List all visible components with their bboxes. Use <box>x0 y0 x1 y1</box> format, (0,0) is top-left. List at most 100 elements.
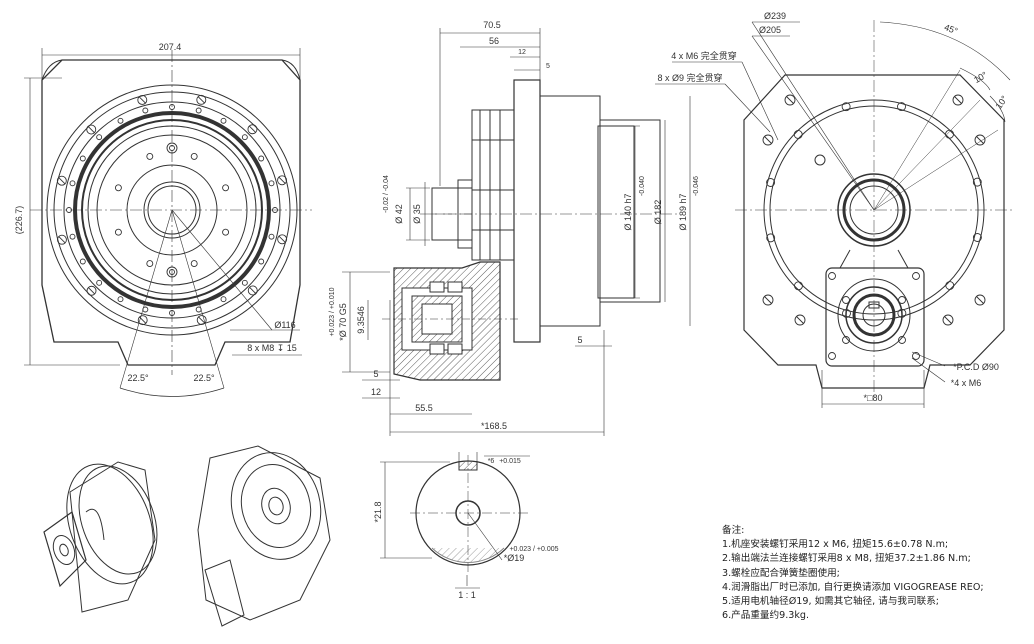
bolt-hole <box>195 306 202 313</box>
side-dim-5: 5 <box>546 63 550 70</box>
note-line-3: 3.螺栓应配合弹簧垫圈使用; <box>722 567 840 579</box>
bolt-hole-mark <box>764 296 772 304</box>
detail-view <box>380 452 530 589</box>
bolt-hole <box>166 142 178 154</box>
bolt-hole <box>898 296 906 304</box>
side-bore-tol: +0.023 / +0.010 <box>329 287 336 336</box>
bolt-hole-mark <box>138 96 146 104</box>
bolt-hole-mark <box>796 316 804 324</box>
side-pilot: Ø 140 h7 <box>623 193 633 230</box>
front-width-label: 207.4 <box>159 42 182 52</box>
bolt-hole <box>766 178 776 187</box>
front-angle-left-label: 22.5° <box>127 373 149 383</box>
bolt-hole <box>220 117 227 124</box>
bolt-hole <box>974 134 986 146</box>
bolt-hole-mark <box>786 96 794 104</box>
rear-dimensions <box>655 21 946 408</box>
bolt-hole-mark <box>944 316 952 324</box>
bolt-hole <box>56 234 67 245</box>
rear-holes-m6: 4 x M6 完全贯穿 <box>671 50 737 61</box>
bolt-hole <box>86 124 97 135</box>
bolt-hole <box>972 177 982 187</box>
side-bore: *Ø 70 G5 <box>338 303 348 341</box>
bolt-hole <box>117 296 124 303</box>
rear-dia-239: Ø239 <box>764 11 786 21</box>
bolt-hole <box>220 296 227 303</box>
bolt-hole-mark <box>88 287 96 295</box>
bolt-hole <box>137 94 148 105</box>
bolt-hole <box>96 134 103 141</box>
rear-square: *□80 <box>864 393 883 403</box>
front-height-label: (226.7) <box>14 206 24 235</box>
bolt-hole <box>793 130 803 139</box>
bolt-hole <box>222 184 230 192</box>
rear-angle-10a: 10° <box>972 69 989 85</box>
front-bolt-holes <box>56 94 288 326</box>
bolt-hole <box>79 155 86 162</box>
bolt-hole <box>897 308 907 318</box>
bolt-hole <box>945 129 954 139</box>
bolt-hole-mark <box>278 235 286 243</box>
note-line-6: 6.产品重量约9.3kg. <box>722 610 810 622</box>
bolt-hole <box>912 352 920 360</box>
bolt-hole <box>897 102 906 112</box>
bolt-hole-mark <box>248 125 256 133</box>
bolt-hole <box>762 134 774 146</box>
bolt-hole <box>974 294 986 306</box>
rear-holes <box>762 94 986 360</box>
bolt-hole <box>842 336 850 344</box>
side-dim-12b: 12 <box>371 387 381 397</box>
bolt-hole <box>146 152 154 160</box>
bolt-hole <box>247 285 258 296</box>
bolt-hole <box>258 258 265 265</box>
side-dim-5c: 5 <box>577 335 582 345</box>
bolt-hole <box>196 94 207 105</box>
bolt-hole <box>241 134 248 141</box>
bolt-hole-mark <box>976 296 984 304</box>
bolt-hole <box>146 260 154 268</box>
bolt-hole <box>86 285 97 296</box>
bolt-hole-mark <box>198 316 206 324</box>
bolt-hole <box>912 272 920 280</box>
bolt-hole-mark <box>954 96 962 104</box>
bolt-hole <box>79 258 86 265</box>
side-dim-5b: 5 <box>373 369 378 379</box>
bolt-hole <box>945 281 955 290</box>
bolt-hole-mark <box>976 136 984 144</box>
bolt-hole <box>841 102 851 112</box>
bolt-hole <box>56 175 67 186</box>
side-body-dia: Ø 182 <box>653 200 663 225</box>
bolt-hole <box>195 107 202 114</box>
bolt-hole <box>142 107 149 114</box>
note-line-2: 2.输出端法兰连接螺钉采用8 x M8, 扭矩37.2±1.86 N.m; <box>722 553 971 565</box>
side-shaft-step: Ø 35 <box>412 204 422 224</box>
rear-angle-10b: 10° <box>994 94 1010 111</box>
bolt-hole-mark <box>139 316 147 324</box>
bolt-hole <box>142 306 149 313</box>
bolt-hole-mark <box>58 177 66 185</box>
bolt-hole <box>842 308 851 318</box>
bolt-hole <box>222 228 230 236</box>
rear-view <box>735 20 1012 400</box>
bolt-hole <box>69 233 76 240</box>
front-dimensions <box>24 48 302 366</box>
side-dim-9-3546: 9.3546 <box>356 306 366 334</box>
rear-pcd: *P.C.D Ø90 <box>953 362 999 372</box>
side-flange: Ø 189 h7 <box>678 193 688 230</box>
side-shaft-dia: Ø 42 <box>394 204 404 224</box>
bolt-hole <box>96 279 103 286</box>
bolt-hole <box>277 175 288 186</box>
bolt-hole <box>166 266 178 278</box>
bolt-hole-mark <box>249 286 257 294</box>
bolt-hole <box>828 272 836 280</box>
bolt-hole <box>794 314 806 326</box>
isometric-view-front <box>197 445 331 627</box>
detail-key-tol: +0.015 <box>499 458 521 465</box>
bolt-hole <box>241 279 248 286</box>
front-angle-right-label: 22.5° <box>193 373 215 383</box>
bolt-hole <box>277 234 288 245</box>
note-line-1: 1.机座安装螺钉采用12 x M6, 扭矩15.6±0.78 N.m; <box>722 539 949 551</box>
bolt-hole <box>952 94 964 106</box>
bolt-hole <box>268 180 275 187</box>
bolt-hole <box>828 352 836 360</box>
